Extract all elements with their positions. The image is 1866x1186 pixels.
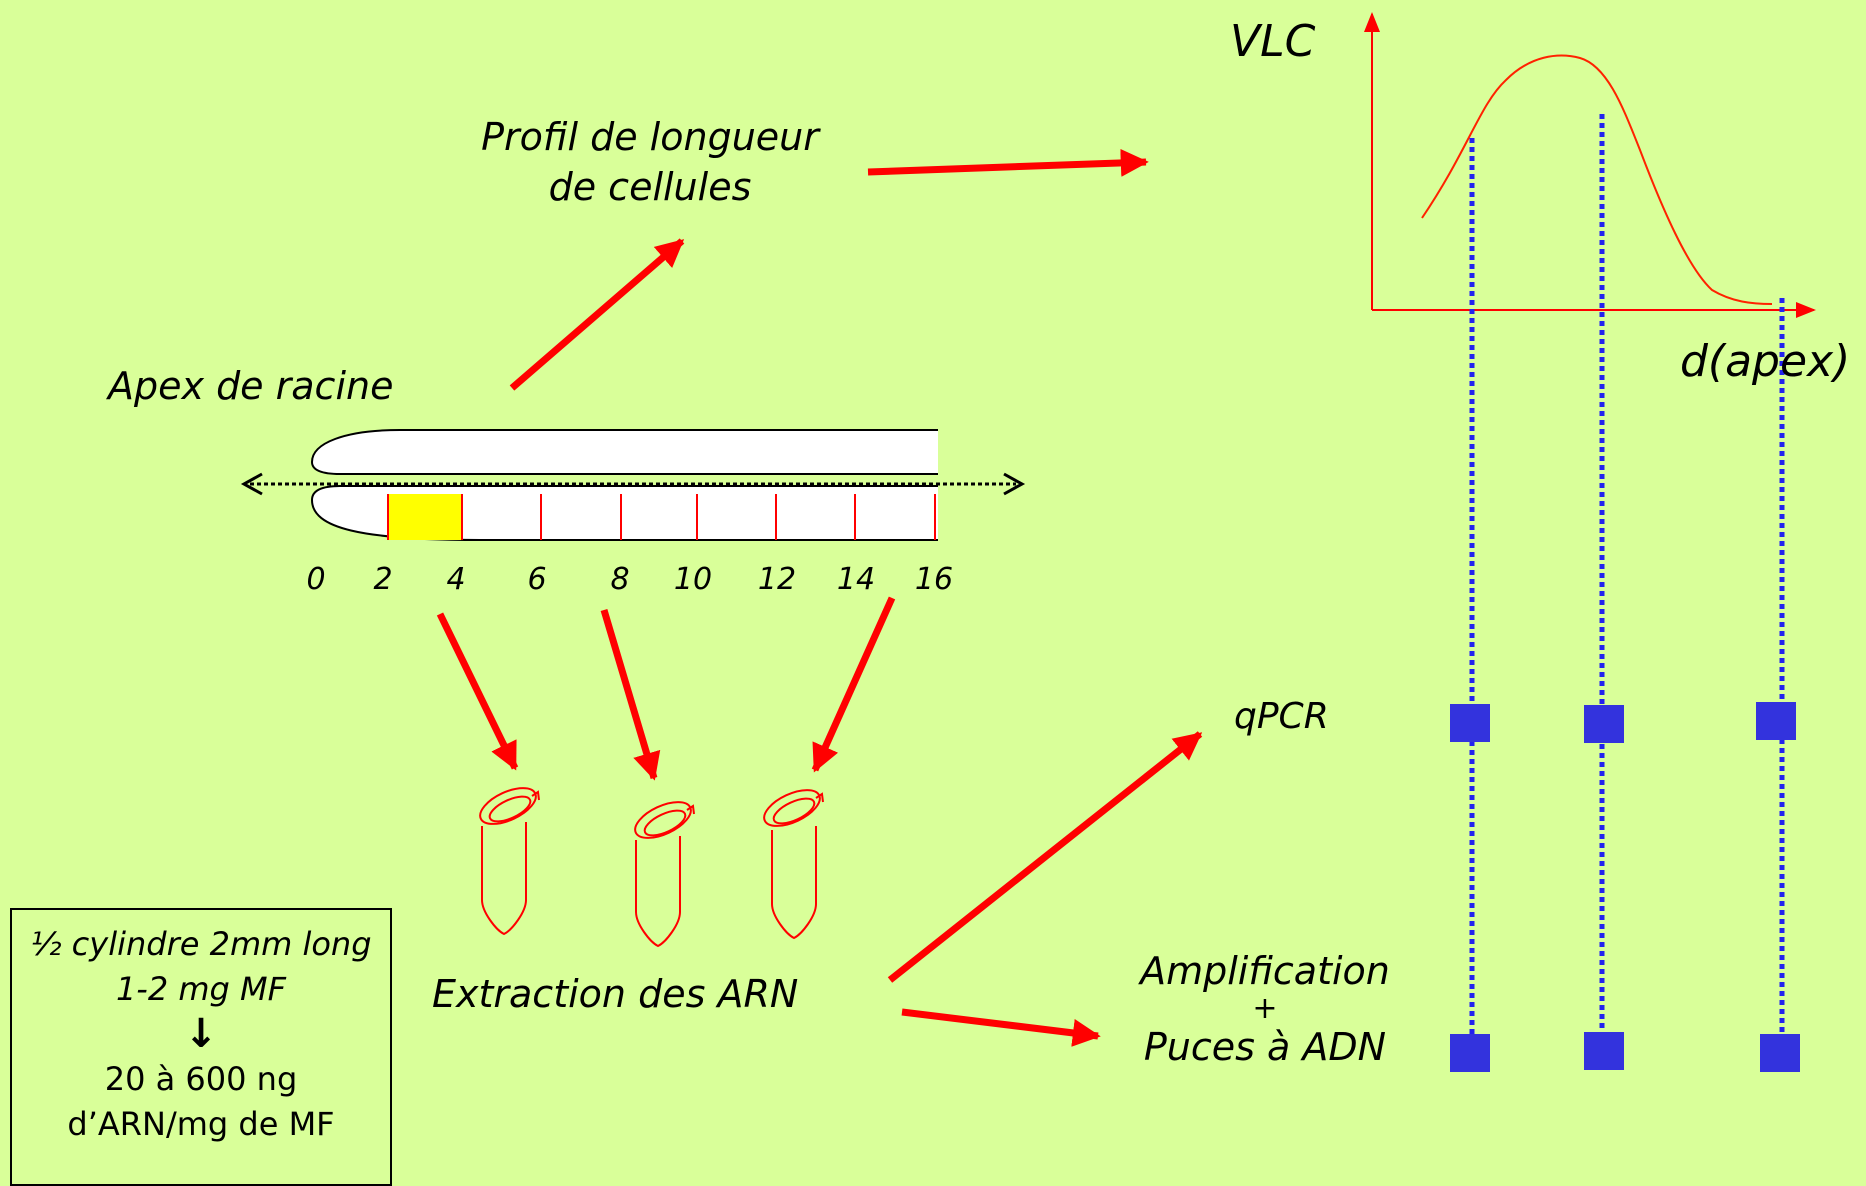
tick-10: 10 (673, 562, 713, 597)
tick-6: 6 (527, 562, 547, 597)
tick-8: 8 (610, 562, 630, 597)
root-outline-upper (310, 429, 940, 475)
arrow-extraction-to-qpcr (887, 731, 1203, 983)
tick-14: 14 (836, 562, 876, 597)
graph-curve (1421, 54, 1773, 305)
info-line-1: ½ cylindre 2mm long (30, 925, 372, 963)
info-box: ½ cylindre 2mm long 1-2 mg MF ↓ 20 à 600… (10, 908, 392, 1186)
down-arrow-icon: ↓ (184, 1011, 218, 1057)
chips-label-line: Puces à ADN (1143, 1025, 1387, 1069)
plus-label: + (1252, 991, 1278, 1026)
tick-0: 0 (306, 562, 326, 597)
apex-label: Apex de racine (108, 364, 394, 408)
tick-2: 2 (373, 562, 393, 597)
tick-4: 4 (446, 562, 466, 597)
chip-marker-1 (1450, 1034, 1490, 1072)
chip-marker-2 (1584, 1032, 1624, 1070)
chips-label: Amplification + Puces à ADN (1100, 946, 1430, 1072)
qpcr-marker-2 (1584, 705, 1624, 743)
amplification-label: Amplification (1140, 949, 1390, 993)
arrow-profile-to-graph (867, 148, 1149, 177)
qpcr-marker-1 (1450, 704, 1490, 742)
segment-dividers (387, 494, 936, 540)
red-arrows (436, 148, 1203, 1047)
arrow-seg16-to-tube3 (811, 596, 896, 773)
qpcr-label: qPCR (1234, 696, 1329, 737)
arrow-seg4-to-tube1 (436, 612, 519, 771)
dotted-guides (1469, 114, 1785, 1072)
chip-marker-3 (1760, 1034, 1800, 1072)
arrow-extraction-to-chips (901, 1008, 1101, 1047)
tick-16: 16 (914, 562, 954, 597)
vlc-graph (1364, 12, 1816, 318)
arrow-apex-to-profile (509, 238, 685, 391)
tick-12: 12 (757, 562, 797, 597)
extraction-label: Extraction des ARN (432, 972, 799, 1016)
profile-label: Profil de longueur de cellules (440, 112, 860, 212)
axis-right-arrowhead (1003, 472, 1026, 496)
profile-label-line1: Profil de longueur (481, 115, 819, 159)
info-line-2: 1-2 mg MF (115, 970, 287, 1008)
axis-left-arrowhead (240, 472, 263, 496)
markers-chips (1450, 1032, 1800, 1072)
highlighted-segment (388, 494, 462, 540)
markers-qpcr (1450, 702, 1796, 743)
arrow-seg8-to-tube2 (600, 609, 661, 781)
root-apex-diagram (240, 428, 1026, 542)
y-axis-label: VLC (1230, 16, 1316, 67)
profile-label-line2: de cellules (548, 165, 752, 209)
info-line-4: d’ARN/mg de MF (67, 1105, 335, 1143)
qpcr-marker-3 (1756, 702, 1796, 740)
x-axis-label: d(apex) (1680, 336, 1851, 387)
info-line-3: 20 à 600 ng (104, 1060, 298, 1098)
tube-1 (479, 787, 540, 936)
tube-2 (634, 801, 695, 948)
tube-3 (763, 789, 824, 940)
